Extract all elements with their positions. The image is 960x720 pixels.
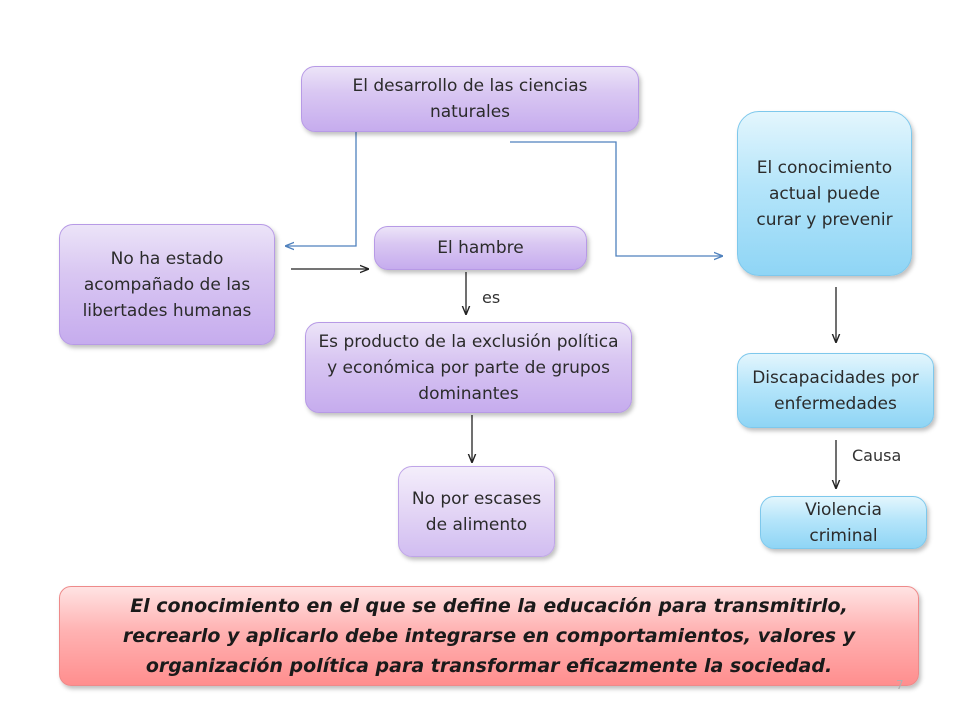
node-discapacidades: Discapacidades por enfermedades [737, 353, 934, 428]
node-conocimiento: El conocimiento actual puede curar y pre… [737, 111, 912, 276]
connector-ciencias-conocimiento [510, 141, 722, 256]
node-discapacidades-text: Discapacidades por enfermedades [752, 367, 919, 414]
node-ciencias-text: El desarrollo de las ciencias naturales [352, 76, 588, 122]
node-escasez-text: No por escases de alimento [411, 488, 542, 535]
node-violencia: Violencia criminal [760, 496, 927, 549]
node-hambre: El hambre [374, 226, 587, 270]
node-conocimiento-text: El conocimiento actual puede curar y pre… [756, 157, 893, 230]
edge-label-es: es [482, 288, 501, 307]
conclusion-text: El conocimiento en el que se define la e… [122, 595, 856, 677]
conclusion-box: El conocimiento en el que se define la e… [59, 586, 919, 686]
node-hambre-text: El hambre [437, 238, 524, 258]
node-escasez: No por escases de alimento [398, 466, 555, 557]
node-ciencias: El desarrollo de las ciencias naturales [301, 66, 639, 132]
node-exclusion-text: Es producto de la exclusión política y e… [318, 331, 619, 404]
node-exclusion: Es producto de la exclusión política y e… [305, 322, 632, 413]
node-libertades: No ha estado acompañado de las libertade… [59, 224, 275, 345]
edge-label-causa: Causa [852, 446, 902, 465]
node-libertades-text: No ha estado acompañado de las libertade… [82, 248, 252, 321]
page-number: 7 [896, 678, 904, 692]
node-violencia-text: Violencia criminal [805, 499, 882, 546]
